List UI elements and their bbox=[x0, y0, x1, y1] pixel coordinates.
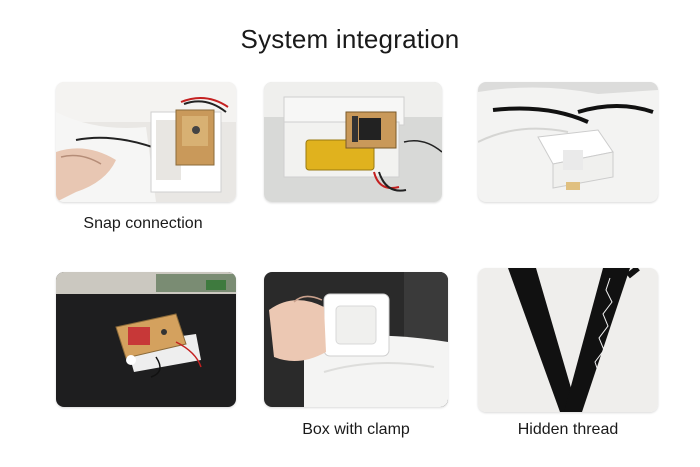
caption-box-with-clamp: Box with clamp bbox=[302, 421, 410, 438]
caption-hidden-thread: Hidden thread bbox=[517, 421, 619, 438]
page-title: System integration bbox=[240, 24, 460, 54]
photo-hidden-thread bbox=[478, 268, 658, 412]
photo-box-clip-fabric bbox=[478, 82, 658, 202]
photo-board-battery bbox=[264, 82, 442, 202]
photo-pcb-on-table bbox=[56, 272, 236, 407]
photo-snap-connection bbox=[56, 82, 236, 202]
photo-box-with-clamp bbox=[264, 272, 448, 407]
caption-snap-connection: Snap connection bbox=[83, 215, 203, 232]
